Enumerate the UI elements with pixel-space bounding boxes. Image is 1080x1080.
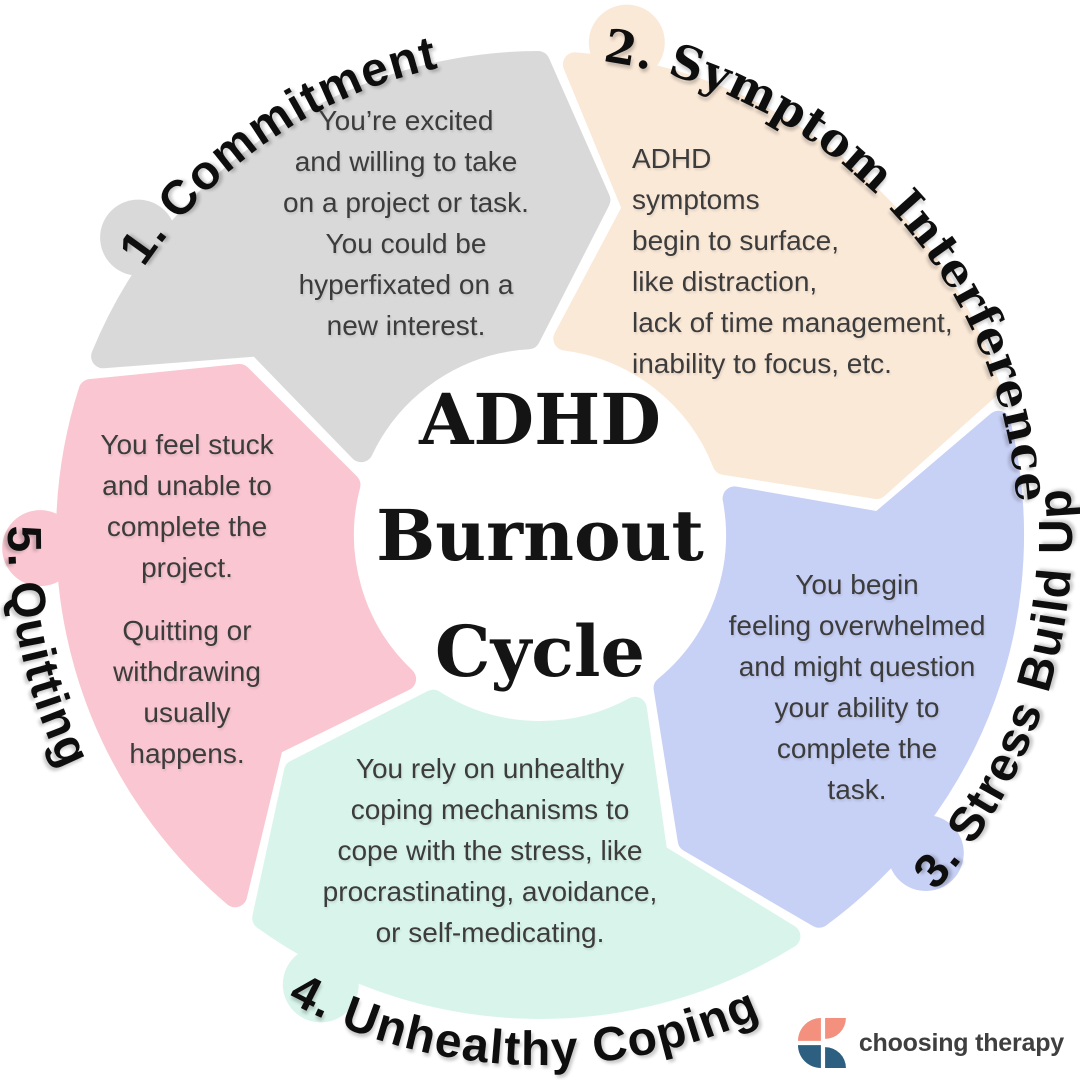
- logo-petal-top-right: [824, 1018, 846, 1039]
- segment-quitting-shape: [56, 364, 417, 908]
- segment-unhealthy-coping-shape: [252, 689, 801, 1019]
- segment-stress-build-up-shape: [653, 410, 1025, 928]
- segment-unhealthy-coping-body: You rely on unhealthy coping mechanisms …: [322, 753, 658, 948]
- segment-symptom-interference-shape: [553, 52, 1001, 499]
- segment-commitment-number-badge: [100, 199, 177, 276]
- segment-symptom-interference-number-badge: [588, 4, 665, 81]
- center-title: ADHD Burnout Cycle: [376, 378, 704, 693]
- segment-quitting-body: You feel stuck and unable to complete th…: [100, 429, 274, 583]
- segment-stress-build-up-body: You begin feeling overwhelmed and might …: [728, 569, 986, 805]
- brand-logo-text: choosing therapy: [858, 1028, 1064, 1057]
- segment-quitting-number-badge: [2, 510, 79, 587]
- segment-quitting-body-2: Quitting or withdrawing usually happens.: [113, 615, 261, 769]
- segment-unhealthy-coping-number-badge: [282, 946, 359, 1023]
- segment-stress-build-up-number-badge: [887, 815, 964, 891]
- logo-petal-top-left: [797, 1018, 821, 1041]
- logo-petal-bottom-left: [797, 1045, 821, 1068]
- segment-symptom-interference-body: ADHD symptoms begin to surface, like dis…: [632, 143, 953, 379]
- logo-petal-bottom-right: [824, 1047, 846, 1068]
- brand-logo: choosing therapy: [797, 1018, 1064, 1068]
- brand-logo-icon: [797, 1018, 846, 1068]
- segment-commitment-shape: [91, 51, 611, 463]
- segment-commitment-body: You’re excited and willing to take on a …: [283, 105, 529, 341]
